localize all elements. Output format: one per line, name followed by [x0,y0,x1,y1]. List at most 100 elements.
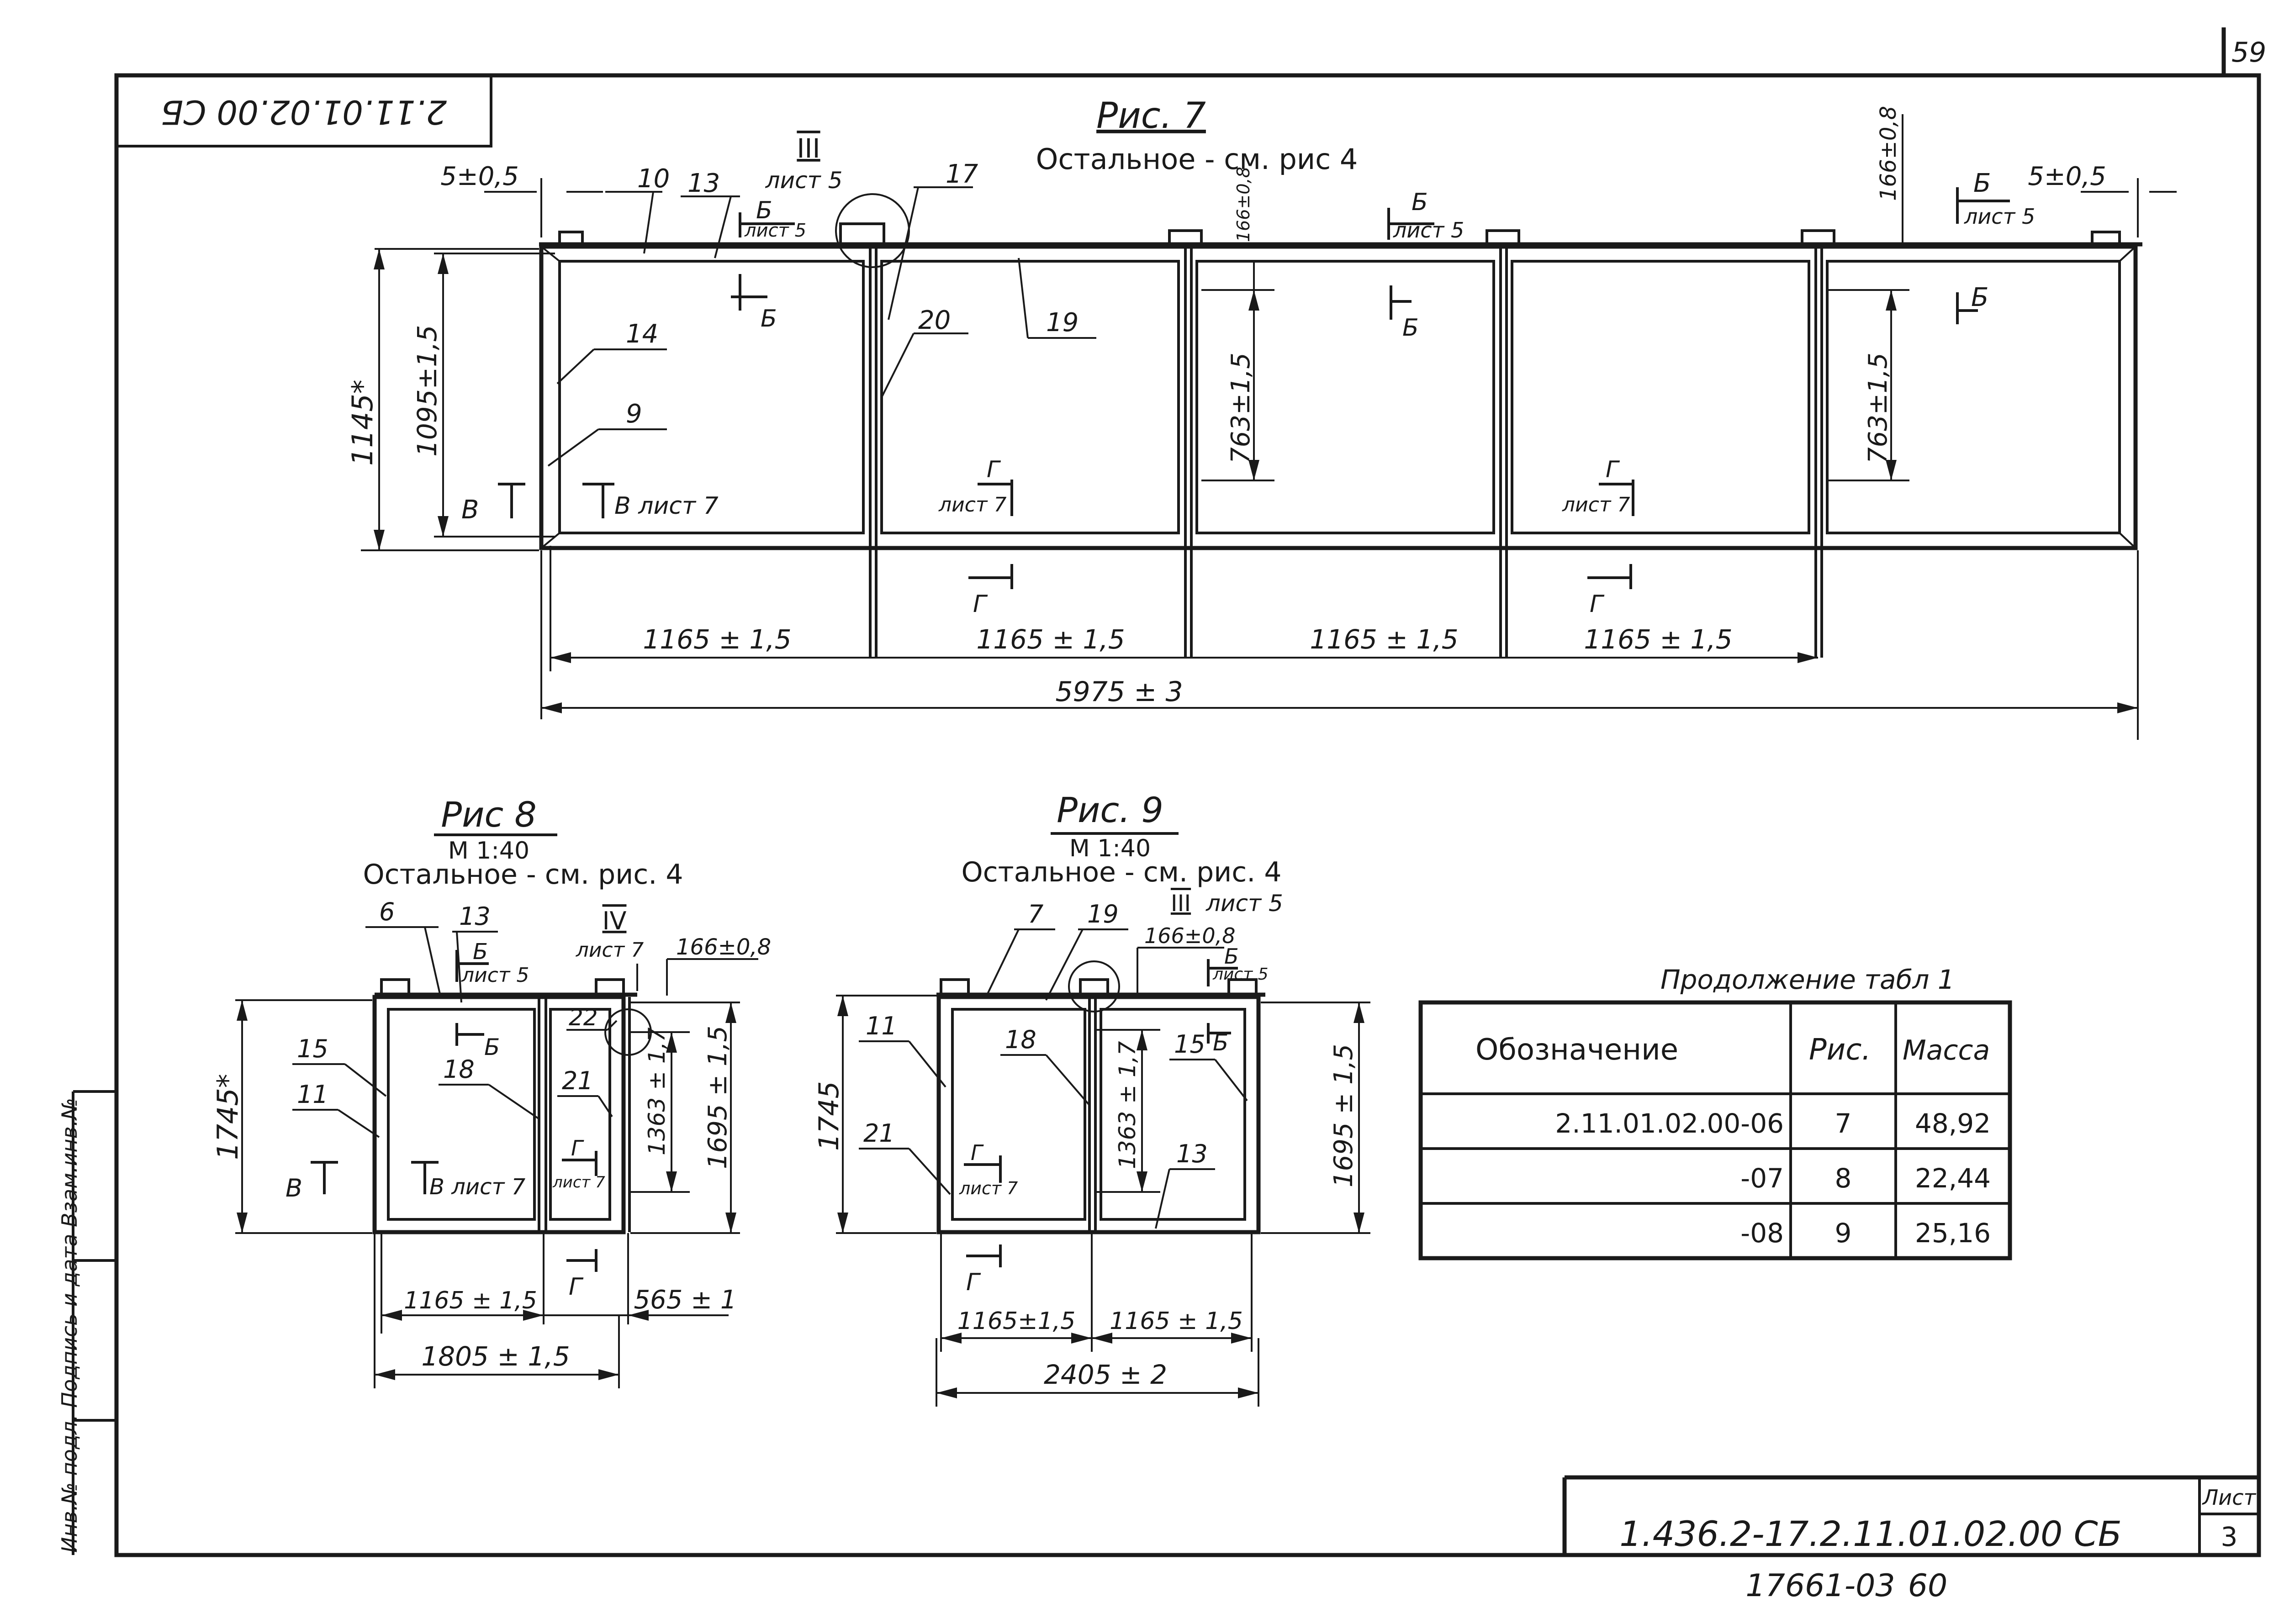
fig7-dim-post-height-1: 763±1,5 [1226,353,1256,464]
fig7-dim-span-3: 1165 ± 1,5 [1310,624,1458,655]
fig8-b-mark-1-list: лист 5 [461,964,529,987]
table-cell-fig-1: 7 [1835,1108,1852,1139]
fig8-callouts: 6 13 15 11 18 21 22 IV лист 7 [286,897,644,1301]
fig9-section-iii: III [1171,890,1191,917]
fig7-dim-height-inner: 1095±1,5 [412,325,443,457]
fig7-title: Рис. 7 [1096,95,1206,137]
fig7-b-mark-2-list: лист 5 [1393,218,1464,243]
table-cell-mass-2: 22,44 [1915,1163,1991,1194]
table-caption: Продолжение табл 1 [1660,964,1955,995]
fig7-dim-span-4: 1165 ± 1,5 [1584,624,1732,655]
fig9-dim-overall: 2405 ± 2 [1044,1359,1167,1390]
continuation-table: Продолжение табл 1 Обозначение Рис. Масс… [1418,964,2012,1260]
table-header-fig: Рис. [1809,1033,1871,1067]
fig8-dim-height-inner: 1695 ± 1,5 [703,1026,733,1169]
fig7-b-mark-1: Б [756,197,772,224]
fig9-pos-11: 11 [866,1012,897,1040]
fig9-b-mark-1: Б [1224,944,1239,969]
fig8-section-iv-list: лист 7 [576,939,644,962]
fig8-v-mark-list: В лист 7 [429,1174,526,1200]
fig9-dim-height-inner: 1695 ± 1,5 [1329,1044,1359,1187]
fig7-dimensions: 5±0,5 5±0,5 166±0,8 166±0,8 1145* 109 [346,106,2177,740]
fig9-title: Рис. 9 [1057,790,1163,830]
fig7-b-mark-6: Б [1971,283,1988,312]
fig9-dim-bracket-height: 166±0,8 [1144,923,1236,948]
fig7-frame [539,193,2142,658]
side-strip-text: Инв.№ подл. Подпись и дата Взам.инв.№ [57,1098,82,1553]
fig9-frame [936,960,1265,1234]
fig9-g-mark-1: Г [971,1140,984,1165]
fig7-g-mark-2: Г [1606,456,1620,483]
fig7-b-mark-5: Б [1402,314,1419,342]
fig8-g-mark-1-list: лист 7 [552,1173,605,1192]
fig9-scale: М 1:40 [1069,835,1151,862]
fig7-g-mark-1: Г [987,456,1001,483]
table-cell-mass-3: 25,16 [1915,1218,1991,1249]
fig7-section-iii: III [797,133,820,164]
fig7-pos-19: 19 [1046,308,1079,337]
table-cell-designation-3: -08 [1740,1218,1784,1249]
fig7-callouts: 10 13 17 14 9 20 19 [547,159,1096,467]
table-header-designation: Обозначение [1475,1033,1678,1067]
title-block: Лист 3 1.436.2-17.2.11.01.02.00 СБ 17661… [1562,1475,2259,1604]
inventory-page: 60 [1908,1568,1948,1604]
fig9-b-mark-1-list: лист 5 [1212,965,1269,984]
fig8-frame [372,978,652,1234]
inventory-number: 17661-03 [1745,1568,1895,1604]
fig8-title: Рис 8 [441,794,537,835]
fig9-pos-21: 21 [863,1119,895,1148]
fig7-pos-14: 14 [626,319,658,349]
fig7-b-mark-2: Б [1412,189,1428,216]
drawing-designation: 1.436.2-17.2.11.01.02.00 СБ [1619,1513,2122,1554]
fig7-dim-gap-left: 5±0,5 [440,162,519,191]
fig9-section-iii-list: лист 5 [1205,890,1283,917]
fig8-pos-15: 15 [297,1034,328,1063]
fig9-pos-13: 13 [1176,1139,1208,1168]
fig7-dim-span-1: 1165 ± 1,5 [643,624,791,655]
fig7-section-iii-list: лист 5 [765,167,843,194]
fig9-g-mark-1-list: лист 7 [959,1178,1018,1198]
stamp-code-mirrored: 2.11.01.02.00 СБ [161,93,447,131]
fig8-pos-22: 22 [569,1004,598,1031]
fig7-pos-20: 20 [918,306,951,335]
fig7-pos-17: 17 [946,159,978,189]
fig7-g-mark-3: Г [973,591,988,618]
fig8-dim-post-height: 1363 ± 1,7 [644,1027,670,1155]
fig8-dim-overall: 1805 ± 1,5 [421,1341,570,1372]
figure-9: Рис. 9 М 1:40 Остальное - см. рис. 4 174… [813,790,1370,1407]
table-header-mass: Масса [1903,1034,1990,1066]
fig7-dim-span-2: 1165 ± 1,5 [976,624,1125,655]
fig9-dim-span-right: 1165 ± 1,5 [1110,1308,1243,1335]
fig9-pos-19: 19 [1087,900,1119,928]
fig8-section-iv: IV [603,907,627,935]
fig7-g-mark-1-list: лист 7 [938,493,1007,517]
fig8-pos-6: 6 [379,897,395,926]
fig7-note: Остальное - см. рис 4 [1036,142,1358,176]
fig8-pos-21: 21 [562,1066,593,1095]
fig8-b-mark-2: Б [484,1034,500,1060]
fig8-dim-span-small: 565 ± 1 [634,1285,736,1315]
fig8-g-mark-2: Г [569,1273,584,1301]
fig8-g-mark-1: Г [571,1136,584,1160]
page-number-top: 59 [2231,37,2266,69]
figure-8: Рис 8 М 1:40 Остальное - см. рис. 4 1745… [211,794,771,1388]
fig8-pos-13: 13 [459,902,491,931]
fig7-dim-bracket-height-small: 166±0,8 [1233,167,1253,242]
fig8-pos-18: 18 [443,1055,475,1084]
fig9-dim-height-total: 1745 [813,1081,845,1151]
sheet-number: 3 [2221,1521,2238,1552]
sheet-label: Лист [2202,1485,2257,1510]
table-cell-fig-2: 8 [1835,1163,1852,1194]
fig7-section-marks: III лист 5 Б лист 5 Б лист 5 Б лист 5 Б … [461,133,2035,618]
fig9-dimensions: 1745 1695 ± 1,5 1363 ± 1,7 166±0,8 [813,923,1370,1407]
fig9-callouts: 7 19 11 18 15 21 13 III лист 5 Б [859,890,1283,1296]
fig8-pos-11: 11 [297,1080,328,1109]
fig7-v-mark: В [461,495,479,525]
fig8-b-mark-1: Б [473,939,488,965]
sheet-frame: 59 2.11.01.02.00 СБ Инв.№ подл. Подпись … [57,27,2266,1557]
table-cell-designation-1: 2.11.01.02.00-06 [1555,1108,1784,1139]
fig8-dim-span: 1165 ± 1,5 [404,1287,537,1314]
fig7-pos-13: 13 [687,169,720,198]
fig8-dim-bracket-height: 166±0,8 [676,934,771,960]
